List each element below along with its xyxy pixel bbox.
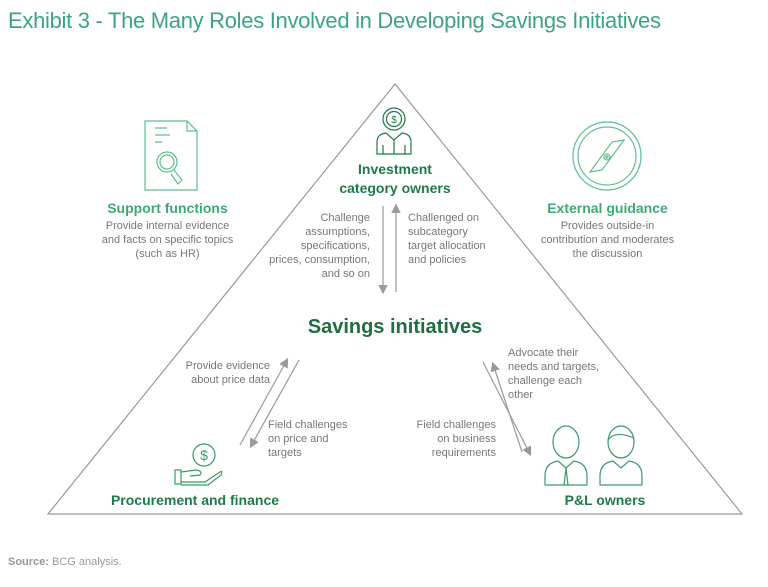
- text-line: and so on: [321, 268, 370, 280]
- source-label: Source:: [8, 556, 49, 568]
- document-search-icon: [144, 120, 198, 191]
- text-line: on business: [437, 433, 496, 445]
- text-line: target allocation: [408, 240, 486, 252]
- text-line: subcategory: [408, 226, 468, 238]
- role-name-line: category owners: [339, 180, 451, 196]
- role-name-line: Investment: [358, 161, 432, 177]
- text-line: Field challenges: [416, 419, 497, 431]
- text-line: Provide evidence: [185, 360, 270, 372]
- arrow-up-pl: [490, 361, 523, 453]
- arrow-down-procurement: [249, 359, 300, 449]
- flow-text-pl-down: Field challenges on business requirement…: [390, 418, 497, 460]
- text-line: assumptions,: [305, 226, 370, 238]
- flow-text-procurement-up: Provide evidence about price data: [160, 359, 270, 387]
- role-description: Provide internal evidence and facts on s…: [90, 219, 245, 261]
- text-line: specifications,: [300, 240, 370, 252]
- role-investment-category-owners: Investment category owners: [320, 160, 470, 198]
- flow-text-investment-down: Challenge assumptions, specifications, p…: [245, 211, 370, 281]
- text-line: targets: [268, 447, 302, 459]
- text-line: the discussion: [572, 248, 643, 260]
- role-description: Provides outside-in contribution and mod…: [530, 219, 685, 261]
- flow-text-investment-up: Challenged on subcategory target allocat…: [408, 211, 528, 267]
- text-line: contribution and moderates: [540, 234, 675, 246]
- text-line: Challenge: [320, 212, 370, 224]
- flow-text-procurement-down: Field challenges on price and targets: [268, 418, 378, 460]
- role-support-functions: Support functions Provide internal evide…: [90, 200, 245, 261]
- role-pl-owners: P&L owners: [564, 492, 646, 508]
- role-external-guidance: External guidance Provides outside-in co…: [530, 200, 685, 261]
- text-line: (such as HR): [135, 248, 200, 260]
- text-line: on price and: [268, 433, 329, 445]
- source-text: BCG analysis.: [52, 556, 122, 568]
- text-line: Provides outside-in: [560, 220, 655, 232]
- text-line: challenge each: [508, 375, 583, 387]
- arrow-down-pl: [482, 361, 532, 457]
- center-title: Savings initiatives: [307, 316, 483, 338]
- role-name: External guidance: [547, 200, 668, 216]
- svg-text:$: $: [200, 447, 208, 463]
- flow-text-pl-up: Advocate their needs and targets, challe…: [508, 346, 628, 402]
- exhibit-title: Exhibit 3 - The Many Roles Involved in D…: [8, 8, 661, 33]
- text-line: needs and targets,: [508, 361, 600, 373]
- source-note: Source: BCG analysis.: [8, 556, 122, 568]
- text-line: and facts on specific topics: [101, 234, 234, 246]
- text-line: Provide internal evidence: [105, 220, 230, 232]
- compass-icon: [572, 121, 642, 191]
- two-people-icon: [544, 425, 643, 486]
- text-line: and policies: [408, 254, 467, 266]
- person-with-dollar-icon: $: [376, 107, 412, 155]
- role-name: Support functions: [107, 200, 228, 216]
- svg-text:$: $: [391, 115, 397, 126]
- role-procurement-and-finance: Procurement and finance: [110, 492, 280, 508]
- text-line: Challenged on: [408, 212, 479, 224]
- text-line: Field challenges: [268, 419, 348, 431]
- text-line: prices, consumption,: [269, 254, 370, 266]
- text-line: about price data: [191, 374, 270, 386]
- pyramid-triangle: [46, 83, 744, 515]
- arrow-up-procurement: [239, 357, 289, 446]
- text-line: other: [508, 389, 534, 401]
- text-line: Advocate their: [508, 347, 579, 359]
- hand-dollar-icon: $: [174, 443, 223, 486]
- text-line: requirements: [431, 447, 496, 459]
